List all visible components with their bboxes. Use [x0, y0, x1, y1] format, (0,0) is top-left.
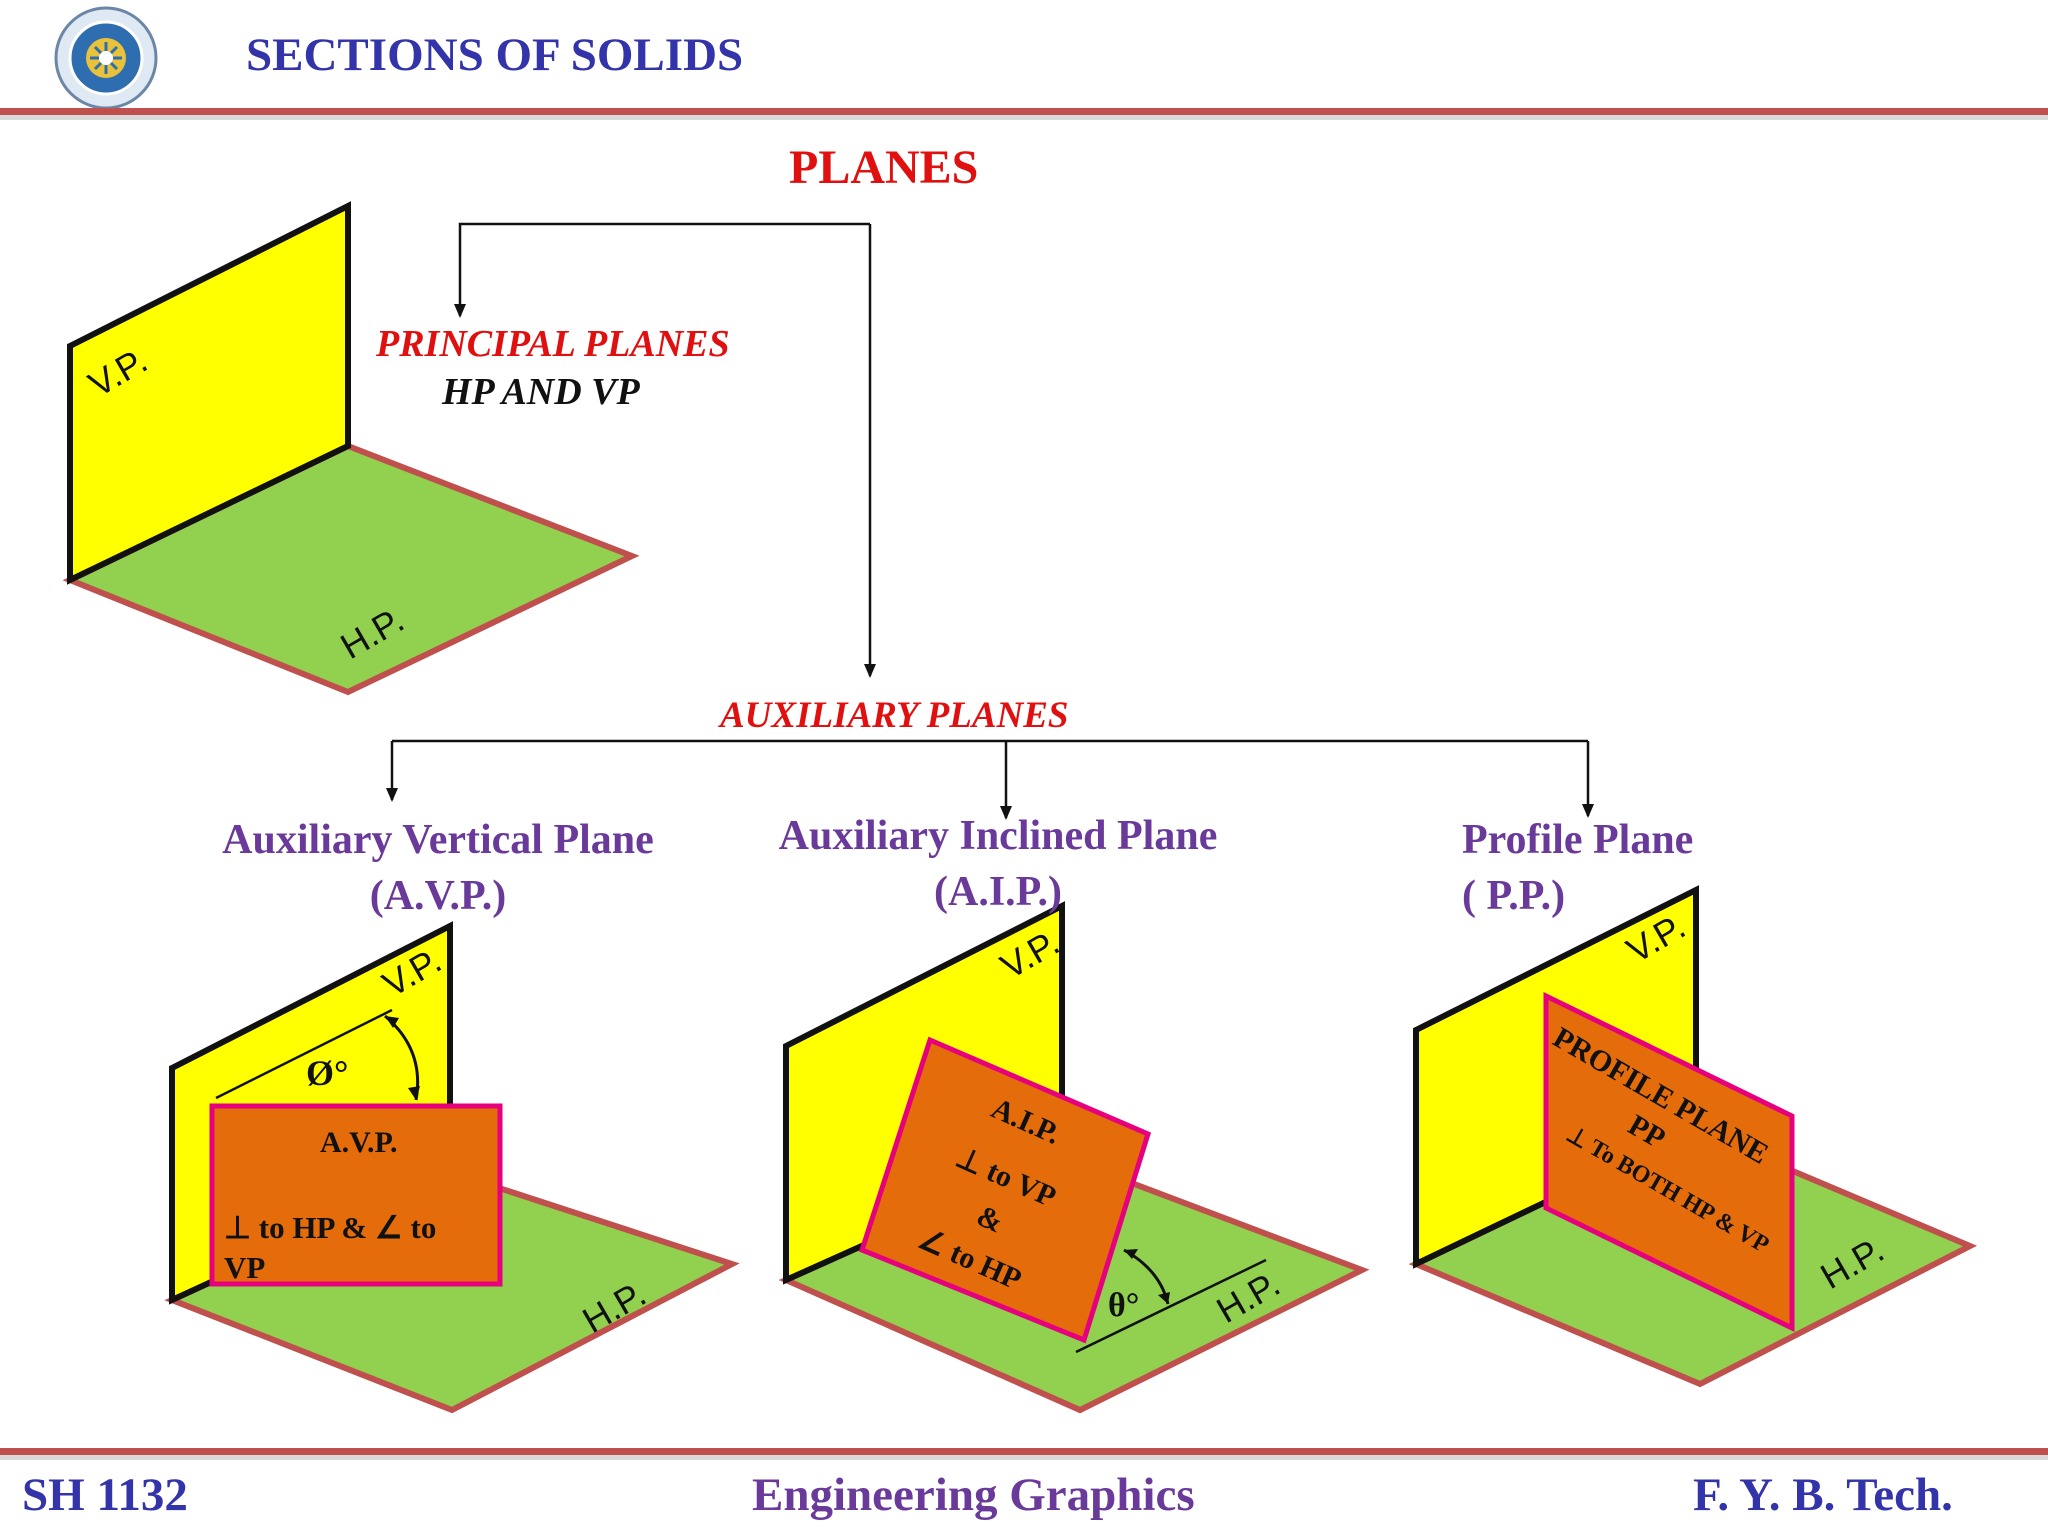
avp-plane — [209, 1103, 503, 1287]
avp-caption: Auxiliary Vertical Plane (A.V.P.) — [193, 812, 683, 924]
aip-plane — [858, 1036, 1152, 1344]
pp-caption: Profile Plane ( P.P.) — [1462, 812, 1693, 924]
pp-caption-line1: Profile Plane — [1462, 817, 1694, 863]
avp-angle-label: Ø° — [306, 1053, 348, 1093]
page-title: SECTIONS OF SOLIDS — [246, 29, 744, 81]
footer-rule-shadow — [0, 1455, 2048, 1460]
avp-box-text2: VP — [224, 1250, 265, 1285]
auxiliary-planes-title: AUXILIARY PLANES — [720, 695, 1069, 736]
avp-caption-line1: Auxiliary Vertical Plane — [222, 817, 654, 863]
principal-planes-subtitle: HP AND VP — [442, 371, 640, 413]
principal-planes-figure: V.P. H.P. — [62, 201, 640, 696]
pp-plane — [1543, 991, 1795, 1333]
connector-to-principal — [454, 222, 870, 318]
avp-figure: Ø° A.V.P. ⊥ to HP & ∠ to VP V.P. H.P. — [164, 921, 740, 1414]
avp-caption-line2: (A.V.P.) — [369, 873, 507, 919]
pp-figure: PROFILE PLANE PP ⊥ To BOTH HP & VP V.P. … — [1408, 885, 1978, 1388]
institute-logo — [50, 6, 162, 110]
connector-lines — [386, 222, 1594, 820]
principal-planes-title: PRINCIPAL PLANES — [376, 323, 730, 365]
planes-root-label: PLANES — [789, 141, 979, 194]
footer-class: F. Y. B. Tech. — [1693, 1469, 1953, 1521]
header-rule-shadow — [0, 115, 2048, 120]
principal-vp — [67, 201, 351, 585]
footer-course-code: SH 1132 — [22, 1469, 188, 1521]
institute-seal-icon — [54, 6, 158, 110]
aip-figure: A.I.P. ⊥ to VP & ∠ to HP θ° V.P. H.P. — [778, 901, 1370, 1414]
avp-box-text1: ⊥ to HP & ∠ to — [224, 1210, 436, 1245]
pp-caption-line2: ( P.P.) — [1462, 873, 1566, 919]
header-rule — [0, 108, 2048, 115]
aip-caption-line1: Auxiliary Inclined Plane — [778, 813, 1218, 859]
aip-angle-label: θ° — [1108, 1287, 1139, 1324]
footer-subject: Engineering Graphics — [752, 1469, 1195, 1521]
avp-box-title: A.V.P. — [320, 1126, 398, 1159]
aip-caption: Auxiliary Inclined Plane (A.I.P.) — [748, 808, 1248, 920]
aip-caption-line2: (A.I.P.) — [934, 869, 1062, 915]
footer-rule — [0, 1448, 2048, 1455]
